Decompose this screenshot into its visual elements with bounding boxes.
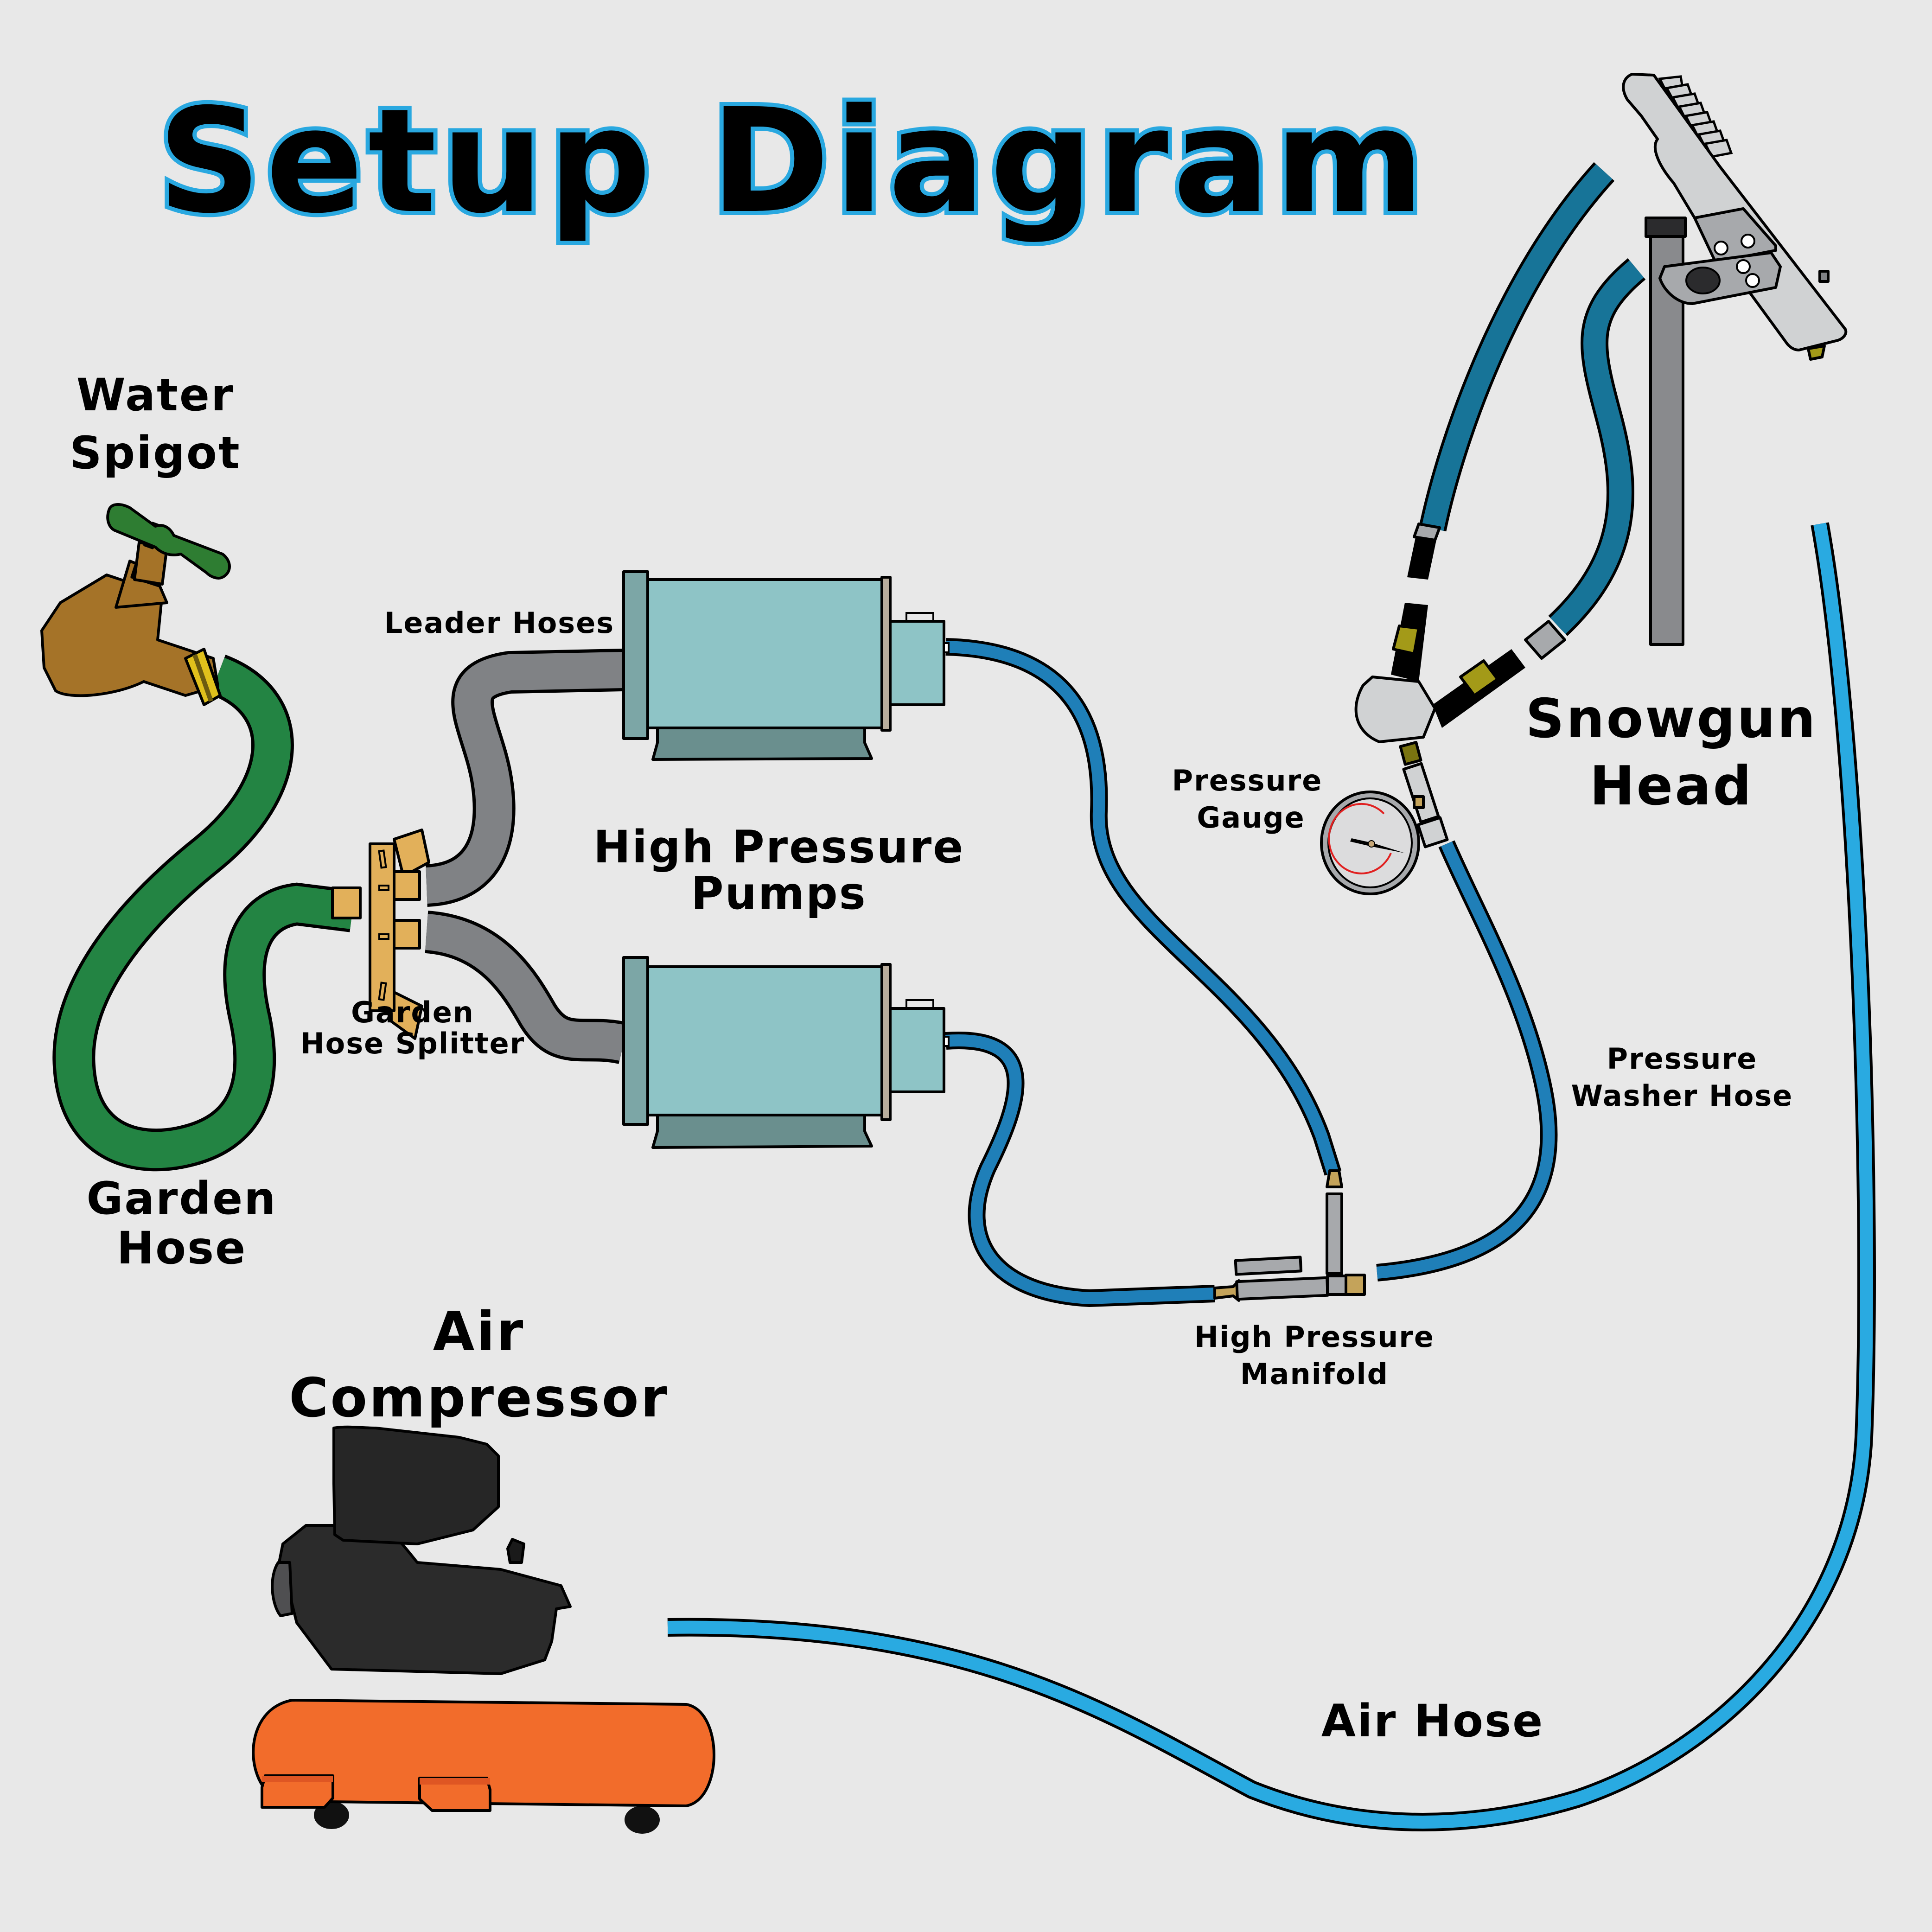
label-water-spigot-line1: Water [77,369,235,421]
label-compressor-line2: Compressor [289,1367,669,1429]
pressure-washer-couplings [1391,523,1566,728]
label-pumps-line2: Pumps [691,867,867,919]
air-hose [667,522,1876,1831]
garden-hose-splitter [331,829,430,1040]
label-leader-hoses: Leader Hoses [384,606,614,640]
label-water-spigot-line2: Spigot [70,427,241,479]
label-manifold-line1: High Pressure [1194,1320,1435,1354]
label-splitter-line2: Hose Splitter [300,1027,525,1060]
gauge-needle [1350,838,1405,853]
label-manifold-line2: Manifold [1240,1357,1389,1391]
label-garden-hose-line1: Garden [86,1173,277,1224]
label-gauge-line2: Gauge [1197,801,1305,835]
label-pw-hose-line1: Pressure [1607,1042,1758,1076]
gauge-arc [1328,803,1392,874]
high-pressure-pump-top [622,570,950,761]
snowgun-head [1622,73,1848,646]
high-pressure-hoses [945,638,1558,1307]
water-spigot [40,503,231,706]
pressure-washer-hoses [1419,162,1646,636]
label-splitter-line1: Garden [351,995,474,1029]
label-garden-hose-line2: Hose [117,1222,247,1274]
high-pressure-manifold [1213,1169,1366,1302]
compressor-shroud [332,1425,500,1545]
label-gauge-line1: Pressure [1172,764,1323,797]
high-pressure-pump-bottom [622,956,950,1149]
garden-hose [52,655,355,1172]
label-pw-hose-line2: Washer Hose [1571,1079,1793,1113]
label-compressor-line1: Air [433,1301,525,1363]
leader-hoses [424,649,629,1065]
gauge-tee [1354,676,1436,743]
page-title: Setup Diagram [158,78,1429,245]
label-snowgun-line1: Snowgun [1525,688,1817,750]
label-air-hose: Air Hose [1321,1695,1544,1747]
spigot-handle [106,503,231,580]
label-pumps-line1: High Pressure [593,821,965,873]
label-snowgun-line2: Head [1589,755,1753,817]
air-compressor [252,1425,715,1834]
pressure-gauge [1320,676,1449,895]
